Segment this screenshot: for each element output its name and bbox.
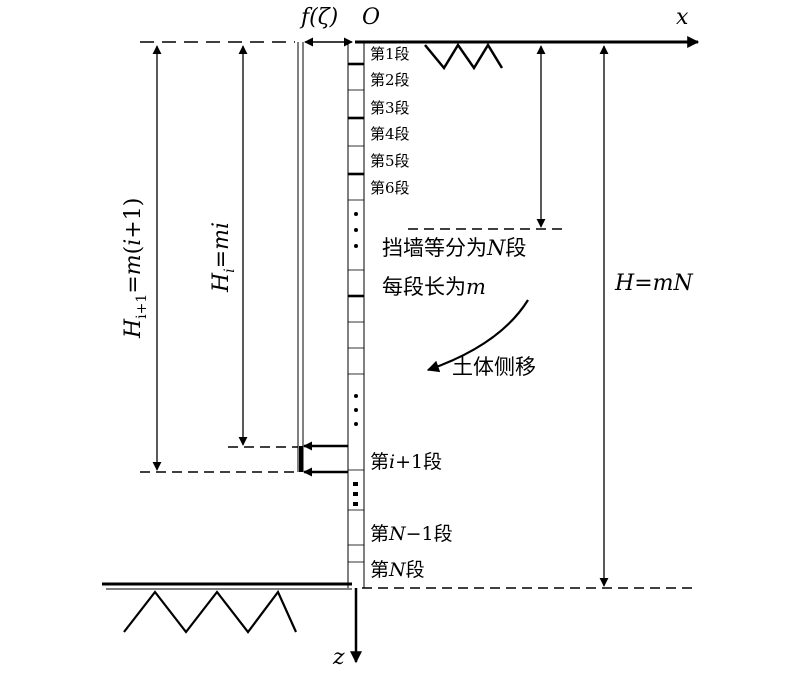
note-length: 每段长为m <box>382 275 486 299</box>
segment-label-1: 第1段 <box>370 45 410 63</box>
note-divide: 挡墙等分为N段 <box>382 236 526 260</box>
origin-label: O <box>362 5 380 30</box>
segment-label-6: 第6段 <box>370 179 410 197</box>
soil-displacement-label: 土体侧移 <box>452 355 536 379</box>
top-soil-hatch <box>424 42 504 71</box>
segment-label-n: 第N段 <box>370 559 425 581</box>
wall-ellipsis-dots <box>353 212 358 506</box>
deflected-wall-line <box>297 42 304 472</box>
segment-label-i-plus-1: 第i+1段 <box>370 451 442 473</box>
soil-displacement-arrow <box>426 299 529 373</box>
deflection-label: f(ζ) <box>299 5 338 30</box>
segment-label-4: 第4段 <box>370 125 410 143</box>
bottom-soil-hatch <box>123 589 298 634</box>
segment-label-3: 第3段 <box>370 99 410 117</box>
label-h-total: H=mN <box>614 271 694 296</box>
retaining-wall <box>347 42 365 588</box>
label-h-i-plus-1: Hi+1=m(i+1) <box>121 198 150 339</box>
segment-label-n-minus-1: 第N−1段 <box>370 523 453 545</box>
segment-label-2: 第2段 <box>370 71 410 89</box>
x-axis-label: x <box>676 5 689 30</box>
z-axis-label: z <box>332 645 345 670</box>
segment-label-5: 第5段 <box>370 152 410 170</box>
label-h-i: Hi=mi <box>209 222 238 293</box>
